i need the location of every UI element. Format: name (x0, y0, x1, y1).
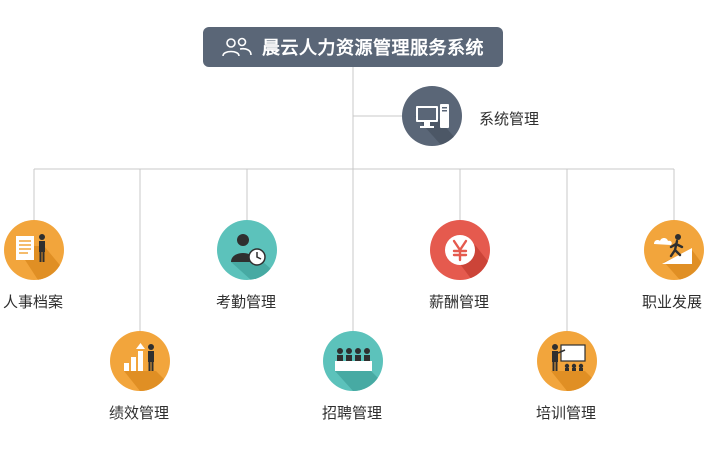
document-person-icon (16, 234, 64, 280)
system-title: 晨云人力资源管理服务系统 (203, 27, 503, 67)
personnel-files-circle (4, 220, 64, 280)
growth-chart-icon (124, 343, 170, 391)
recruitment-label: 招聘管理 (322, 404, 383, 422)
training-circle (537, 331, 597, 391)
compensation-label: 薪酬管理 (429, 293, 490, 311)
training-label: 培训管理 (536, 404, 597, 422)
system-management-circle (402, 86, 462, 146)
interview-icon (335, 348, 383, 391)
presentation-icon (551, 344, 597, 391)
career-circle (644, 220, 704, 280)
attendance-circle (217, 220, 277, 280)
performance-circle (110, 331, 170, 391)
system-management-label: 系统管理 (479, 110, 540, 128)
climbing-person-icon (654, 234, 704, 280)
performance-label: 绩效管理 (109, 404, 170, 422)
recruitment-circle (323, 331, 383, 391)
compensation-circle (430, 220, 490, 280)
attendance-label: 考勤管理 (216, 293, 277, 311)
personnel-files-label: 人事档案 (3, 293, 64, 311)
person-clock-icon (231, 234, 277, 280)
yen-icon (445, 235, 490, 280)
users-icon (222, 37, 252, 57)
system-title-text: 晨云人力资源管理服务系统 (262, 38, 484, 59)
career-label: 职业发展 (642, 293, 703, 311)
computer-icon (415, 104, 462, 146)
